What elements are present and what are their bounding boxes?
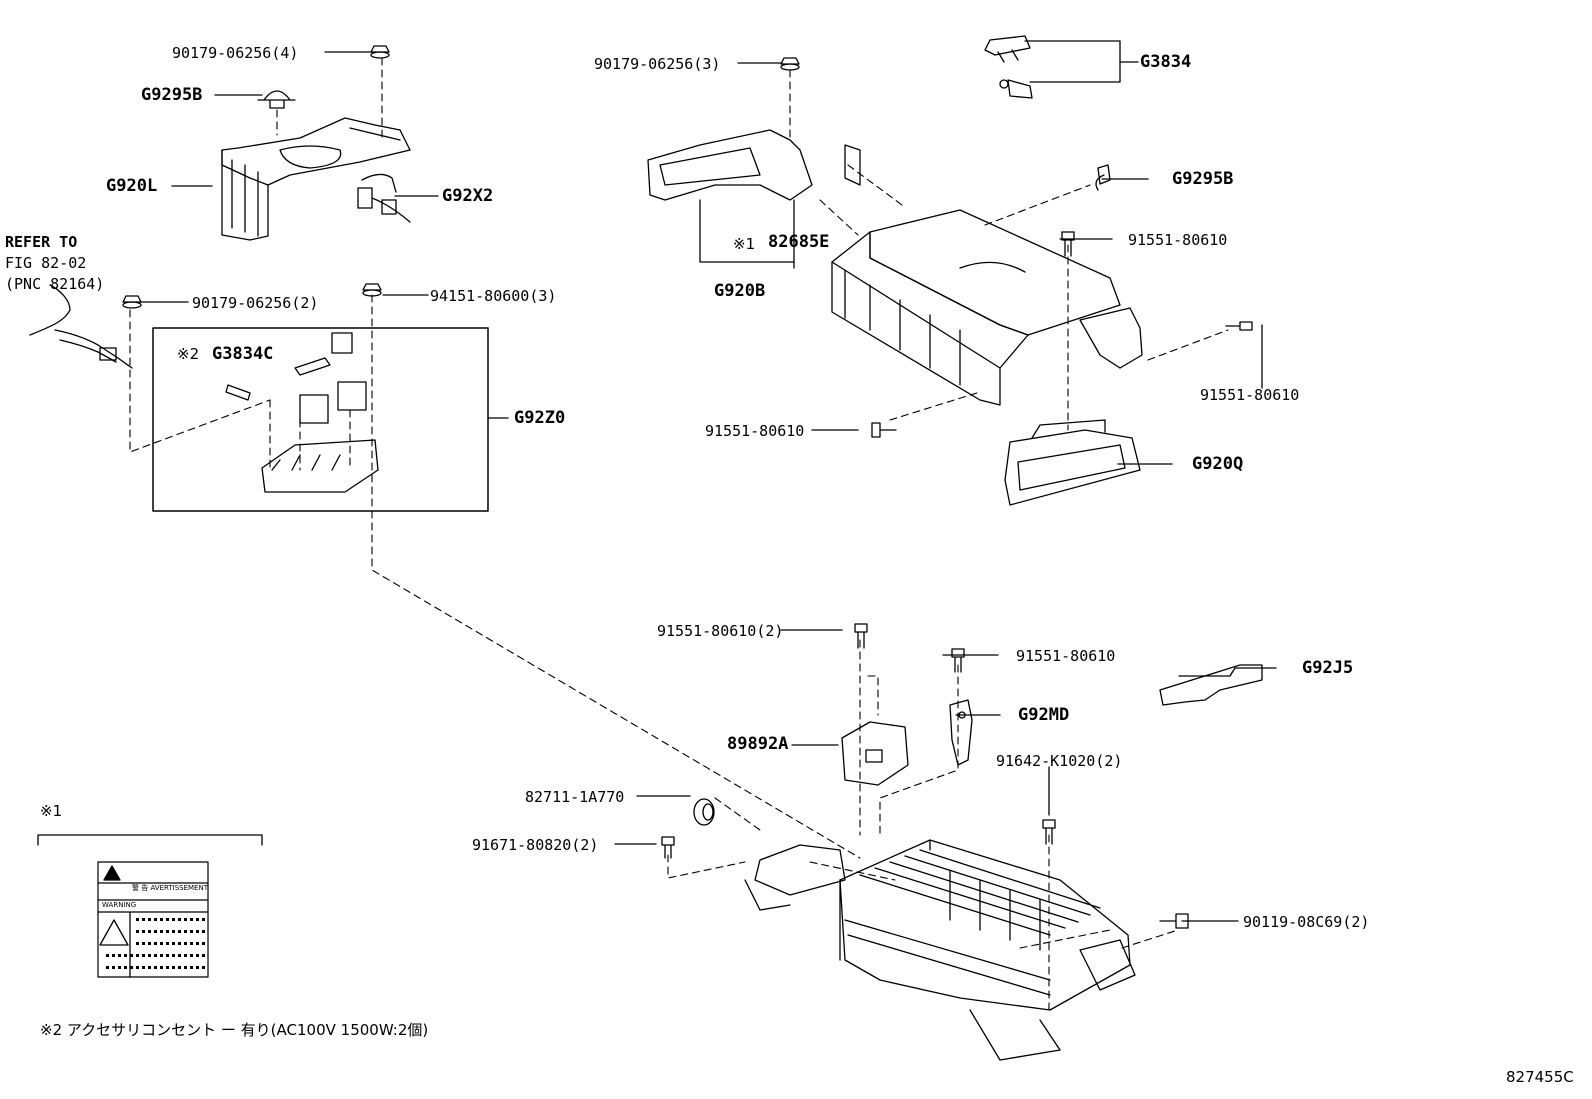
g3834-connector [985, 36, 1032, 98]
clip-icon [1096, 165, 1110, 190]
bolt-icon [1062, 232, 1074, 256]
g92z0-group-box [153, 328, 488, 511]
warning-label [98, 862, 208, 977]
part-code-label: G9295B [141, 85, 203, 105]
legend-note-mark: ※1 [40, 802, 63, 820]
nut-icon [363, 284, 381, 296]
nut-icon [123, 296, 141, 308]
bolt-icon [1160, 914, 1188, 928]
g92j5-part [1160, 665, 1262, 705]
legend-bracket [38, 835, 262, 845]
part-number-label: 82711-1A770 [525, 788, 625, 806]
bolt-icon [855, 624, 867, 648]
leader-lines [30, 41, 1276, 921]
part-code-label: G920B [714, 281, 766, 301]
part-number-label: 94151-80600(3) [430, 287, 557, 305]
part-number-label: 90179-06256(3) [594, 55, 721, 73]
part-code-label: G9295B [1172, 169, 1234, 189]
note-mark: ※2 [177, 345, 200, 363]
part-code-label: G92X2 [442, 186, 494, 206]
part-number-label: 90179-06256(4) [172, 44, 299, 62]
nut-icon [781, 58, 799, 70]
part-number-label: 90119-08C69(2) [1243, 913, 1370, 931]
bolt-icon [1043, 820, 1055, 844]
part-number-label: 91551-80610 [1128, 231, 1228, 249]
g920l-cover [222, 118, 410, 240]
part-code-label: G92Z0 [514, 408, 566, 428]
grommet-icon [694, 799, 714, 825]
reference-note: (PNC 82164) [5, 275, 105, 293]
part-code-label: G3834C [212, 344, 274, 364]
connector-harness [55, 330, 132, 368]
battery-assembly [745, 840, 1135, 1060]
89892a-module [842, 722, 908, 785]
dashed-lines [130, 58, 1228, 1010]
g920q-bracket [1005, 420, 1140, 505]
part-number-label: 91551-80610 [1016, 647, 1116, 665]
note-mark: ※1 [733, 235, 756, 253]
g92x2-harness [358, 174, 410, 222]
g920b-bracket [648, 130, 860, 200]
g92md-bracket [950, 700, 972, 765]
bolt-icon [1226, 322, 1252, 330]
clip-icon [258, 91, 295, 108]
diagram-id: 827455C [1506, 1068, 1574, 1086]
part-code-label: 82685E [768, 232, 830, 252]
part-code-label: 89892A [727, 734, 789, 754]
part-number-label: 91551-80610 [705, 422, 805, 440]
warning-label-line: WARNING [102, 901, 137, 909]
reference-note: REFER TO [5, 233, 78, 251]
bolt-icon [662, 837, 674, 858]
relay-block [226, 333, 378, 492]
part-code-label: G920Q [1192, 454, 1244, 474]
bolt-icon [952, 649, 964, 672]
battery-upper-cover [832, 210, 1142, 405]
part-number-label: 91671-80820(2) [472, 836, 599, 854]
reference-note: FIG 82-02 [5, 254, 87, 272]
part-number-label: 90179-06256(2) [192, 294, 319, 312]
nut-icon [371, 46, 389, 58]
warning-label-text-dots [106, 918, 205, 969]
part-code-label: G92J5 [1302, 658, 1354, 678]
part-code-label: G920L [106, 176, 158, 196]
part-number-label: 91551-80610(2) [657, 622, 784, 640]
part-number-label: 91551-80610 [1200, 386, 1300, 404]
part-number-label: 91642-K1020(2) [996, 752, 1123, 770]
bolt-icon [872, 423, 896, 437]
part-code-label: G92MD [1018, 705, 1070, 725]
warning-label-line: 警 告 AVERTISSEMENT [132, 884, 208, 892]
legend-note: ※2 アクセサリコンセント ー 有り(AC100V 1500W:2個) [40, 1021, 429, 1039]
part-code-label: G3834 [1140, 52, 1192, 72]
